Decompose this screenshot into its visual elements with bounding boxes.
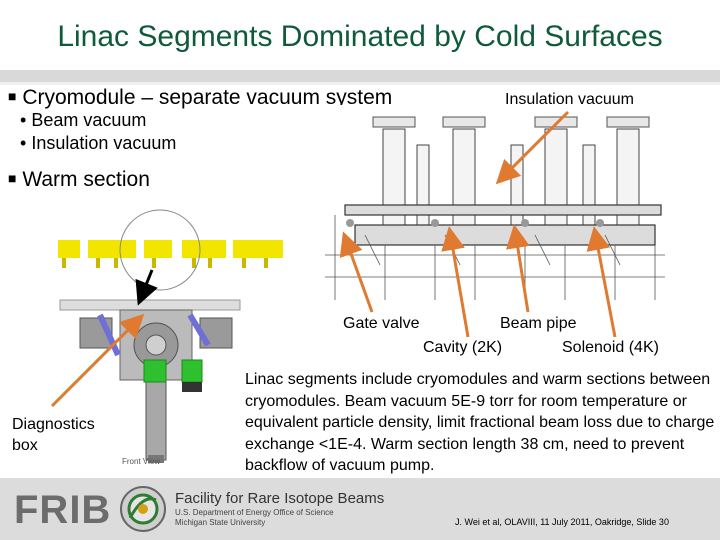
- bullet-warm-section: ■ Warm section: [8, 168, 150, 192]
- title-band: [0, 0, 720, 74]
- warm-section-top-assembly: [58, 240, 283, 268]
- square-bullet-icon: ■: [8, 88, 17, 104]
- arrow-beam-pipe: [505, 224, 530, 313]
- bullet-cryomodule-text: Cryomodule – separate vacuum system: [22, 86, 393, 109]
- cryomodule-drawing: [325, 105, 665, 305]
- footer-citation: J. Wei et al, OLAVIII, 11 July 2011, Oak…: [455, 517, 669, 527]
- label-solenoid: Solenoid (4K): [562, 339, 659, 356]
- footer-facility: Facility for Rare Isotope Beams: [175, 490, 385, 507]
- label-cavity: Cavity (2K): [423, 339, 503, 356]
- arrow-solenoid: [586, 226, 617, 338]
- square-bullet-icon: ■: [8, 170, 17, 186]
- footer-msu: Michigan State University: [175, 518, 266, 527]
- arrow-warm-section: [135, 269, 158, 306]
- label-insulation-vacuum: Insulation vacuum: [505, 91, 634, 108]
- dot-bullet-icon: •: [20, 133, 27, 153]
- title-divider: [0, 70, 720, 82]
- sub-bullet-beam-vacuum-text: Beam vacuum: [31, 110, 147, 130]
- label-beam-pipe: Beam pipe: [500, 315, 577, 332]
- sub-bullet-insulation-vacuum: • Insulation vacuum: [20, 133, 176, 154]
- arrow-cavity: [441, 226, 470, 338]
- body-paragraph: Linac segments include cryomodules and w…: [245, 371, 715, 474]
- bullet-cryomodule: ■ Cryomodule – separate vacuum system: [8, 86, 392, 110]
- arrow-gate-valve: [339, 231, 374, 313]
- front-view-caption: Front View: [122, 457, 161, 466]
- vacuum-chamber-outline: [119, 209, 201, 291]
- label-box: box: [12, 437, 38, 454]
- label-gate-valve: Gate valve: [343, 315, 420, 332]
- sub-bullet-insulation-vacuum-text: Insulation vacuum: [31, 133, 177, 153]
- title-divider-shadow: [0, 82, 720, 85]
- slide-title: Linac Segments Dominated by Cold Surface…: [57, 20, 663, 53]
- footer-doe: U.S. Department of Energy Office of Scie…: [175, 508, 334, 517]
- label-diagnostics: Diagnostics: [12, 416, 95, 433]
- arrow-insulation-vacuum: [495, 110, 570, 185]
- frib-seal-icon: [120, 486, 166, 532]
- arrow-diagnostics: [50, 313, 145, 408]
- frib-logo: FRIB: [14, 488, 112, 532]
- sub-bullet-beam-vacuum: • Beam vacuum: [20, 110, 146, 131]
- bullet-warm-section-text: Warm section: [22, 168, 150, 191]
- dot-bullet-icon: •: [20, 110, 27, 130]
